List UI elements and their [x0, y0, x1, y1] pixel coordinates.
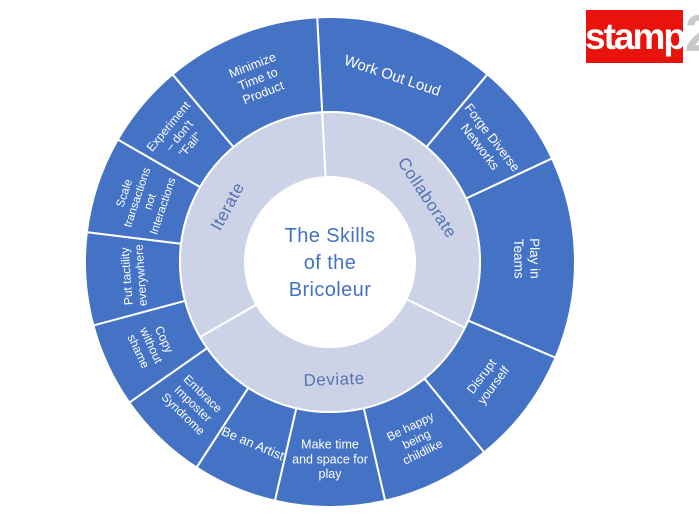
center-circle: [245, 177, 415, 347]
stamp-logo: stamp: [585, 10, 686, 63]
outer-label-play-in-teams: Play inTeams: [511, 238, 543, 279]
cropped-glyph: 2: [685, 6, 699, 64]
outer-label-put-tactility-everywhere: Put tactilityeverywhere: [117, 243, 149, 307]
outer-label-copy-without-shame: Copywithoutshame: [124, 318, 179, 372]
ring-label-deviate: Deviate: [303, 369, 365, 390]
stamp-logo-text: stamp: [585, 16, 686, 57]
